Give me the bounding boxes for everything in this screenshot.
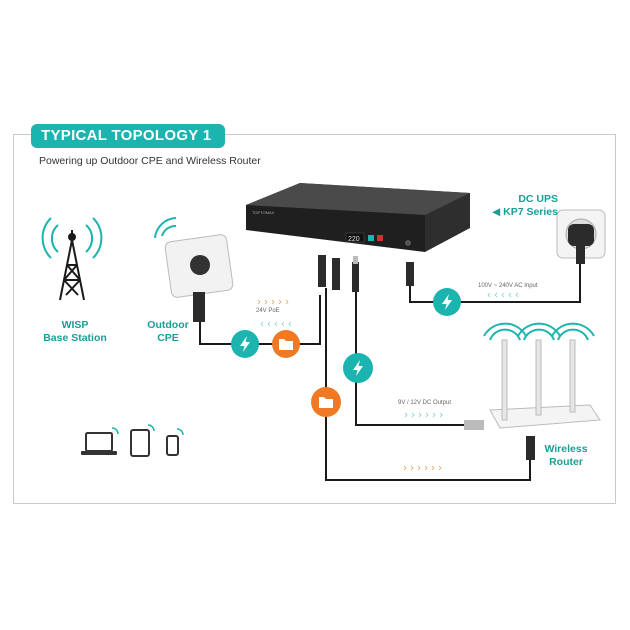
cable-dc-out: [355, 292, 470, 426]
ac-input-label: 100V ~ 240V AC Input: [478, 283, 538, 289]
wisp-label-line2: Base Station: [43, 332, 107, 344]
brand-label: TOPTOMAX: [252, 210, 275, 215]
ups-label-line1: DC UPS: [518, 193, 558, 205]
power-bolt-icon: [433, 288, 461, 316]
ups-label: DC UPS ◀ KP7 Series: [478, 193, 558, 219]
flow-arrows: [257, 299, 442, 471]
data-folder-icon: [272, 330, 300, 358]
power-bolt-icon: [231, 330, 259, 358]
wall-socket-icon: [556, 209, 606, 264]
router-label-line2: Router: [549, 456, 583, 468]
tower-icon: [41, 217, 103, 301]
wisp-label: WISP Base Station: [32, 319, 118, 345]
router-label-line1: Wireless: [544, 443, 588, 455]
cable-cpe-poe: [199, 295, 321, 345]
tablet-icon: [130, 424, 155, 457]
data-folder-icon: [311, 387, 341, 417]
ac-plug: [406, 262, 414, 286]
ups-device-icon: TOPTOMAX 220: [246, 183, 470, 292]
dc-output-label: 9V / 12V DC Output: [398, 400, 452, 406]
cpe-antenna-icon: [154, 217, 234, 322]
cpe-label: Outdoor CPE: [140, 319, 196, 345]
poe-label: 24V PoE: [256, 308, 280, 314]
display-value: 220: [348, 236, 360, 243]
flow-arrows-power: [260, 292, 519, 418]
page-subtitle: Powering up Outdoor CPE and Wireless Rou…: [39, 155, 261, 167]
router-label: Wireless Router: [538, 443, 594, 469]
router-icon: [464, 322, 601, 460]
power-bolt-icon: [343, 353, 373, 383]
phone-icon: [166, 428, 184, 456]
laptop-icon: [81, 427, 119, 455]
wisp-label-line1: WISP: [61, 319, 89, 331]
cable-data-router: [325, 288, 531, 481]
cables: [199, 262, 581, 481]
cpe-label-line1: Outdoor: [147, 319, 189, 331]
diagram-frame: [13, 134, 616, 504]
page-title: TYPICAL TOPOLOGY 1: [31, 124, 225, 148]
cpe-label-line2: CPE: [157, 332, 179, 344]
cable-ac-input: [409, 262, 581, 303]
ups-label-line2: ◀ KP7 Series: [492, 206, 558, 218]
